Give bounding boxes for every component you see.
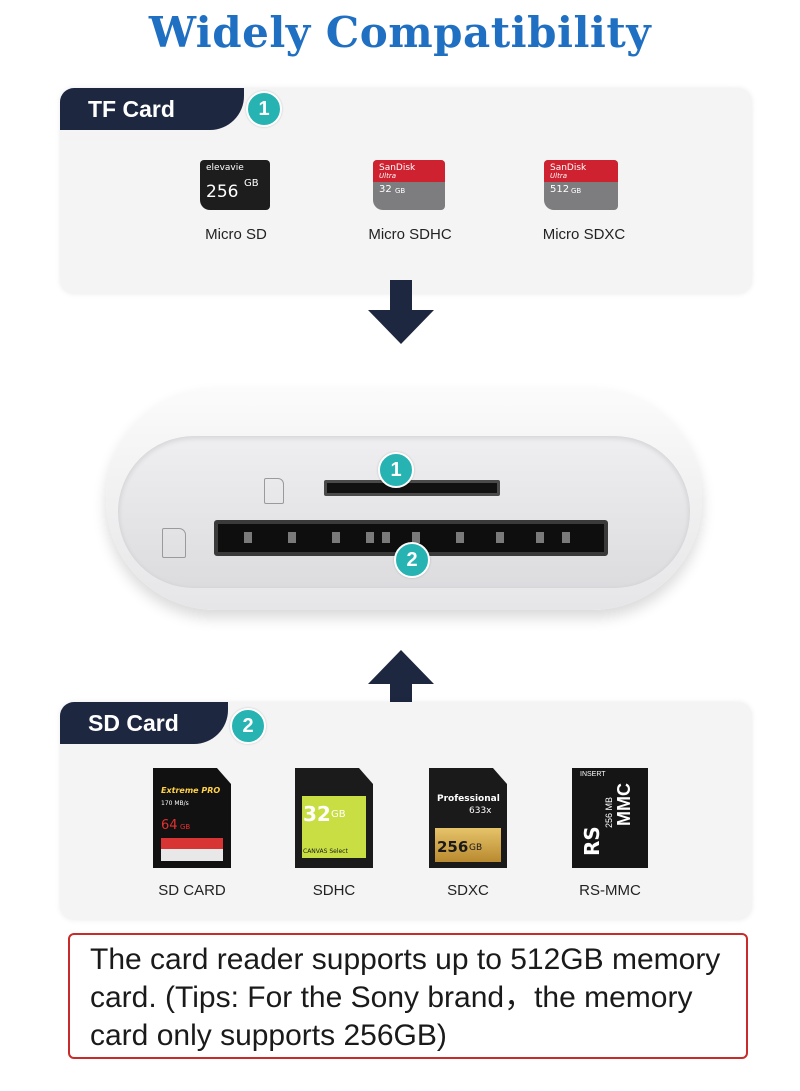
reader-face: 1 2 xyxy=(118,436,690,588)
tf-card-slot xyxy=(324,480,500,496)
sd-card-item: Extreme PRO 170 MB/s 64 GB SD CARD xyxy=(146,768,238,908)
sd-card-tab: SD Card xyxy=(60,702,228,744)
sdhc-card-image: 32 GB CANVAS Select xyxy=(295,768,373,868)
compatibility-note: The card reader supports up to 512GB mem… xyxy=(68,933,748,1059)
sd-card-panel: SD Card 2 Extreme PRO 170 MB/s 64 GB SD … xyxy=(60,702,752,920)
rs-mmc-card-image: INSERT RS 256 MB MMC xyxy=(572,768,648,868)
micro-sdhc-card: SanDisk Ultra 32 GB Micro SDHC xyxy=(360,158,460,248)
micro-sd-card: elevavie 256 GB Micro SD xyxy=(190,158,282,248)
sdxc-card-image: Professional 633x 256 GB xyxy=(429,768,507,868)
micro-sd-label: Micro SD xyxy=(205,226,267,243)
sdhc-card-item: 32 GB CANVAS Select SDHC xyxy=(288,768,380,908)
micro-sdxc-label: Micro SDXC xyxy=(542,226,626,243)
tf-card-panel: TF Card 1 elevavie 256 GB Micro SD SanDi… xyxy=(60,88,752,294)
sd-badge: 2 xyxy=(230,708,266,744)
sd-slot-badge: 2 xyxy=(394,542,430,578)
rs-mmc-card-item: INSERT RS 256 MB MMC RS-MMC xyxy=(560,768,660,908)
sd-card-label: SD CARD xyxy=(158,882,226,899)
sd-slot-icon xyxy=(162,528,186,558)
card-reader: 1 2 xyxy=(106,388,702,610)
micro-sdhc-label: Micro SDHC xyxy=(368,226,452,243)
sdhc-card-label: SDHC xyxy=(312,882,356,899)
page-title: Widely Compatibility xyxy=(148,8,652,57)
tf-slot-badge: 1 xyxy=(378,452,414,488)
micro-sdxc-card: SanDisk Ultra 512 GB Micro SDXC xyxy=(534,158,634,248)
rs-mmc-label: RS-MMC xyxy=(579,882,641,899)
tf-badge: 1 xyxy=(246,91,282,127)
sdxc-card-label: SDXC xyxy=(447,882,489,899)
sdxc-card-item: Professional 633x 256 GB SDXC xyxy=(422,768,514,908)
micro-sd-image: elevavie 256 GB xyxy=(200,160,270,210)
micro-sd-slot-icon xyxy=(264,478,284,504)
micro-sdhc-image: SanDisk Ultra 32 GB xyxy=(373,160,445,210)
sd-card-image: Extreme PRO 170 MB/s 64 GB xyxy=(153,768,231,868)
arrow-down-icon xyxy=(368,280,434,344)
micro-sdxc-image: SanDisk Ultra 512 GB xyxy=(544,160,618,210)
tf-card-tab: TF Card xyxy=(60,88,244,130)
